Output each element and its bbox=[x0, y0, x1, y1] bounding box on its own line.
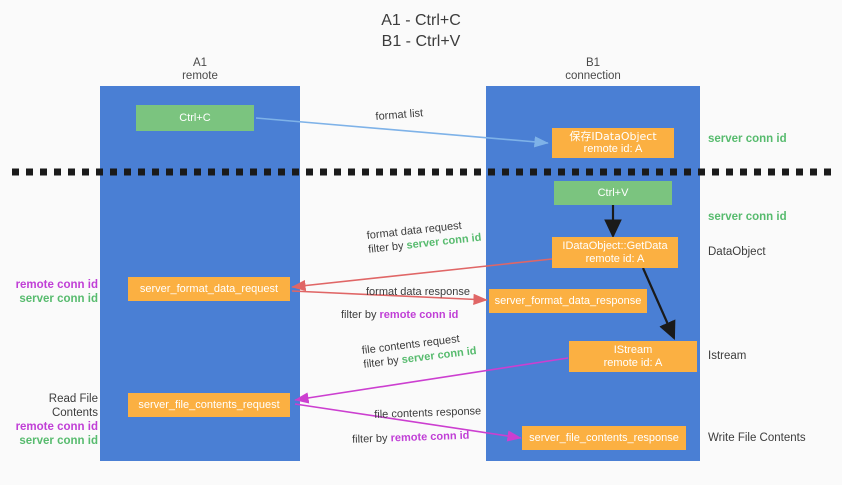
node-istream-line1: IStream bbox=[613, 343, 653, 356]
side-label-dataobject: DataObject bbox=[708, 245, 766, 259]
column-a1-sub: remote bbox=[182, 70, 218, 82]
node-save-idataobject[interactable]: 保存IDataObject remote id: A bbox=[552, 128, 674, 158]
node-ctrl-c[interactable]: Ctrl+C bbox=[136, 105, 254, 131]
side-label-write-file-text: Write File Contents bbox=[708, 432, 806, 444]
side-label-conn-ids-format: remote conn id server conn id bbox=[12, 278, 98, 306]
title-line-1: A1 - Ctrl+C bbox=[381, 12, 461, 29]
edge-label-fcresp-filter-prefix: filter by bbox=[351, 432, 388, 446]
side-label-read-file-text: Read File Contents bbox=[48, 393, 98, 419]
column-a1-name: A1 bbox=[192, 57, 208, 69]
edge-label-format-list: format list bbox=[375, 106, 424, 124]
edge-label-fdresp-filter-prefix: filter by bbox=[341, 309, 377, 321]
edge-label-format-list-text: format list bbox=[375, 107, 424, 123]
node-ctrl-v-line1: Ctrl+V bbox=[597, 186, 629, 199]
diagram-title: A1 - Ctrl+C B1 - Ctrl+V bbox=[0, 10, 842, 52]
node-file-req-label: server_file_contents_request bbox=[138, 398, 280, 411]
edge-label-fdresp-text: format data response bbox=[366, 286, 470, 298]
side-label-server-conn-top-text: server conn id bbox=[708, 133, 787, 145]
side-label-dataobject-text: DataObject bbox=[708, 246, 766, 258]
side-label-server-conn-id-1: server conn id bbox=[19, 293, 98, 305]
node-ctrl-v[interactable]: Ctrl+V bbox=[554, 181, 672, 205]
node-ctrl-c-line1: Ctrl+C bbox=[179, 111, 211, 124]
node-getdata-line1: IDataObject::GetData bbox=[562, 239, 668, 252]
side-label-server-conn-mid: server conn id bbox=[708, 210, 787, 224]
node-fmt-resp-label: server_format_data_response bbox=[494, 294, 642, 307]
column-header-b1: B1 connection bbox=[486, 57, 700, 83]
edge-label-format-data-response: format data response filter by remote co… bbox=[341, 285, 470, 322]
side-label-server-conn-id-2: server conn id bbox=[19, 435, 98, 447]
title-line-2: B1 - Ctrl+V bbox=[381, 33, 461, 50]
node-fmt-req-label: server_format_data_request bbox=[139, 282, 279, 295]
edge-label-format-data-request: format data request filter by server con… bbox=[366, 217, 482, 257]
node-istream[interactable]: IStream remote id: A bbox=[569, 341, 697, 372]
side-label-remote-conn-id-1: remote conn id bbox=[15, 279, 98, 291]
side-label-istream: Istream bbox=[708, 349, 746, 363]
node-server-format-data-request[interactable]: server_format_data_request bbox=[128, 277, 290, 301]
side-label-server-conn-mid-text: server conn id bbox=[708, 211, 787, 223]
node-save-idataobject-line1: 保存IDataObject bbox=[569, 130, 657, 143]
side-label-istream-text: Istream bbox=[708, 350, 747, 362]
column-b1-sub: connection bbox=[565, 70, 621, 82]
edge-label-fdresp-filter-key: remote conn id bbox=[379, 309, 459, 321]
node-save-idataobject-line2: remote id: A bbox=[583, 143, 643, 155]
edge-label-file-contents-request: file contents request filter by server c… bbox=[361, 330, 477, 372]
edge-label-fcresp-filter: filter by remote conn id bbox=[352, 428, 482, 447]
node-getdata-line2: remote id: A bbox=[585, 252, 645, 265]
side-label-read-file-contents-group: Read File Contents remote conn id server… bbox=[8, 392, 98, 448]
node-server-file-contents-response[interactable]: server_file_contents_response bbox=[522, 426, 686, 450]
edge-label-file-contents-response: file contents response filter by remote … bbox=[352, 404, 482, 446]
node-file-resp-label: server_file_contents_response bbox=[529, 431, 679, 444]
side-label-server-conn-top: server conn id bbox=[708, 132, 787, 146]
edge-label-fdreq-filter-prefix: filter by bbox=[367, 240, 405, 256]
column-b1-name: B1 bbox=[585, 57, 601, 69]
edge-label-fcresp-text: file contents response bbox=[374, 405, 482, 421]
node-idataobject-getdata[interactable]: IDataObject::GetData remote id: A bbox=[552, 237, 678, 268]
edge-label-fcresp-filter-key: remote conn id bbox=[390, 429, 470, 445]
edge-label-fcreq-filter-prefix: filter by bbox=[362, 354, 400, 371]
side-label-write-file-contents: Write File Contents bbox=[708, 431, 806, 445]
column-header-a1: A1 remote bbox=[100, 57, 300, 83]
node-server-format-data-response[interactable]: server_format_data_response bbox=[489, 289, 647, 313]
node-istream-line2: remote id: A bbox=[603, 356, 663, 369]
edge-label-fdresp-filter: filter by remote conn id bbox=[341, 308, 470, 322]
node-server-file-contents-request[interactable]: server_file_contents_request bbox=[128, 393, 290, 417]
side-label-remote-conn-id-2: remote conn id bbox=[15, 421, 98, 433]
